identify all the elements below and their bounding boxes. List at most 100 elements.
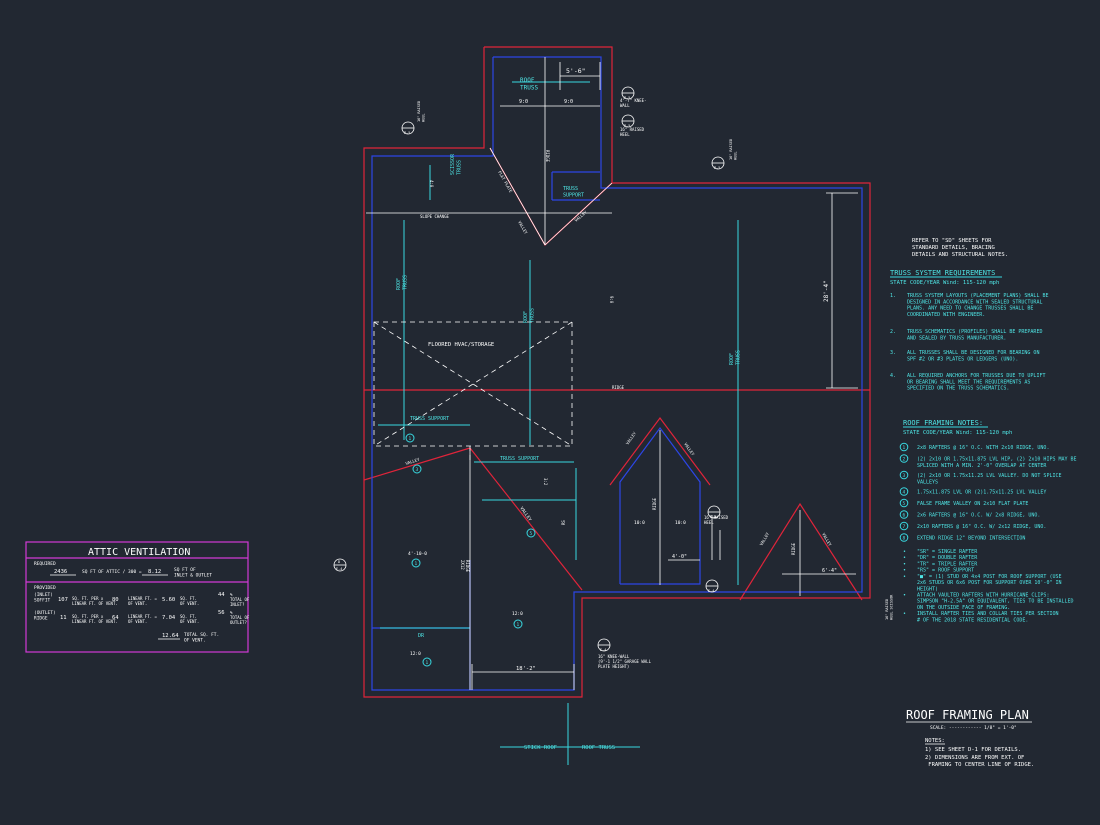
- stick-roof-label: STICK ROOF: [524, 745, 557, 751]
- framing-note-num: 4: [903, 490, 906, 496]
- callout-circles: 1 3 5 1 1 1: [405, 433, 536, 667]
- framing-note-num: 3: [903, 473, 906, 479]
- framing-bullet-dot: •: [903, 592, 906, 598]
- framing-note-num-circle: [899, 454, 909, 463]
- detail-tags: P-5 P-5 P-5 16" RAISEDHEEL P-5 16" RAISE…: [333, 86, 737, 652]
- tag-e44: E-4: [600, 648, 606, 652]
- truss-req-4-text: ALL REQUIRED ANCHORS FOR TRUSSES DUE TO …: [907, 373, 1045, 392]
- dim-10-0-b: 10:0: [675, 520, 686, 526]
- attic-outlet-mid: LINEAR FT. =OF VENT.: [128, 614, 157, 624]
- truss-req-2-text: TRUSS SCHEMATICS (PROFILES) SHALL BE PRE…: [907, 329, 1042, 341]
- tag-e41: E-4: [336, 567, 342, 571]
- truss-req-3-num: 3.: [890, 350, 896, 356]
- tag-p5a: P-5: [624, 96, 630, 100]
- rs-label: RS: [561, 520, 566, 525]
- valley-r1: VALLEY: [625, 430, 638, 445]
- scissor-truss-label: SCISSORTRUSS: [450, 153, 462, 175]
- attic-inlet-pct: 44: [218, 592, 225, 598]
- slope-change-label: SLOPE CHANGE: [420, 214, 449, 219]
- ridge-top-label: RIDGE: [545, 150, 550, 163]
- framing-note-text: EXTEND RIDGE 12" BEYOND INTERSECTION: [917, 536, 1025, 542]
- framing-note-num-circle: [899, 533, 909, 542]
- framing-bullet-dot: •: [903, 555, 906, 561]
- plan-title: ROOF FRAMING PLAN: [906, 708, 1029, 722]
- framing-note-text: 2x6 RAFTERS @ 16" O.C. W/ 2x8 RIDGE, UNO…: [917, 513, 1040, 519]
- attic-outlet-unit: SQ. FT.OF VENT.: [180, 614, 199, 624]
- valley-diag-label: VALLEY: [518, 506, 532, 523]
- truss-system-requirements: TRUSS SYSTEM REQUIREMENTS STATE CODE/YEA…: [890, 269, 1048, 392]
- ridge-mid-label: RIDGE: [612, 385, 625, 390]
- framing-bullet-text: "■" = (1) STUD OR 4x4 POST FOR ROOF SUPP…: [917, 574, 1062, 593]
- framing-note-num: 8: [903, 536, 906, 542]
- roof-truss-left-label: ROOFTRUSS: [396, 275, 408, 290]
- attic-outlet-label: (OUTLET)RIDGE: [34, 610, 56, 622]
- attic-required-mid: SQ FT OF ATTIC / 300 =: [82, 569, 142, 575]
- framing-note-num-circle: [899, 487, 909, 496]
- raised-heel-right: 16" RAISEDHEEL: [729, 139, 737, 160]
- plan-notes-head: NOTES:: [925, 738, 945, 744]
- framing-note-num-circle: [899, 521, 909, 531]
- framing-note-text: 1.75x11.875 LVL OR (2)1.75x11.25 LVL VAL…: [917, 490, 1046, 496]
- truss-req-1-num: 1.: [890, 293, 896, 299]
- plan-callout-1b: 1: [415, 561, 418, 567]
- dim-18-2: 18'-2": [516, 666, 536, 672]
- valley-r3: VALLEY: [759, 531, 771, 547]
- attic-outlet-lfv: 64: [112, 615, 119, 621]
- valley-left-label: VALLEY: [405, 457, 421, 466]
- attic-ventilation-table: ATTIC VENTILATION REQUIRED 2436 SQ FT OF…: [25, 541, 250, 653]
- framing-bullet-dot: •: [903, 549, 906, 555]
- ridge-2x12: RIDGE2X12: [460, 560, 470, 573]
- raised-heel-far: 16" RAISEDHEEL SCISSOR: [885, 594, 893, 620]
- framing-notes-title: ROOF FRAMING NOTES:: [903, 419, 983, 427]
- floored-hvac-area: [373, 321, 573, 464]
- roof-framing-notes: ROOF FRAMING NOTES: STATE CODE/YEAR Wind…: [903, 419, 1012, 436]
- framing-bullet-dot: •: [903, 611, 906, 617]
- attic-inlet-lf: 107: [58, 597, 68, 603]
- attic-vent-title: ATTIC VENTILATION: [88, 547, 190, 558]
- framing-bullet-text: "TR" = TRIPLE RAFTER: [917, 561, 978, 567]
- title-block: ROOF FRAMING PLAN SCALE: ------------ 1/…: [906, 708, 1034, 768]
- framing-note-num: 6: [903, 513, 906, 519]
- tag-p5b: P-5: [624, 124, 630, 128]
- dim-9-0-a: 9:0: [519, 99, 528, 105]
- framing-note-num: 2: [903, 457, 906, 463]
- knee-wall-top-label: 4'-7" KNEE-WALL: [620, 98, 647, 108]
- valley-r4: VALLEY: [821, 532, 833, 548]
- roof-truss-right-label: ROOFTRUSS: [729, 350, 741, 365]
- dim-4-0: 4:0: [429, 180, 434, 188]
- framing-note-num-circle: [899, 470, 909, 480]
- dim-28-4: 28'-4": [823, 280, 830, 302]
- plan-scale: SCALE: ------------ 1/8" = 1'-0": [930, 725, 1017, 731]
- dim-12-0-a: 12:0: [512, 611, 523, 617]
- dimension-lines: [366, 57, 858, 690]
- framing-note-text: FALSE FRAME VALLEY ON 2x10 FLAT PLATE: [917, 501, 1028, 507]
- framing-note-text: 2x10 RAFTERS @ 16" O.C. W/ 2x12 RIDGE, U…: [917, 524, 1046, 530]
- truss-req-3-text: ALL TRUSSES SHALL BE DESIGNED FOR BEARIN…: [907, 350, 1039, 362]
- truss-support-mid-label: TRUSS SUPPORT: [500, 456, 539, 462]
- framing-bullet-text: ATTACH VAULTED RAFTERS WITH HURRICANE CL…: [917, 592, 1074, 611]
- exterior-wall-outline: [363, 46, 871, 698]
- attic-required-sqft: 2436: [54, 569, 67, 575]
- attic-provided-label: PROVIDED: [34, 585, 56, 591]
- truss-req-code: STATE CODE/YEAR Wind: 115-120 mph: [890, 280, 999, 286]
- tag-e42: E-4: [710, 515, 716, 519]
- framing-note-text: 2x8 RAFTERS @ 16" O.C. WITH 2x10 RIDGE, …: [917, 445, 1049, 451]
- framing-note-text: (2) 2x10 OR 1.75x11.25 LVL VALLEY. DO NO…: [917, 473, 1062, 485]
- roof-truss-mid-label: ROOFTRUSS: [523, 308, 535, 323]
- framing-bullet-dot: •: [903, 574, 906, 580]
- truss-req-4-num: 4.: [890, 373, 896, 379]
- attic-outlet-pct: 56: [218, 610, 225, 616]
- plan-callout-1a: 1: [409, 436, 412, 442]
- framing-note-num: 7: [903, 524, 906, 530]
- floored-hvac-label: FLOORED HVAC/STORAGE: [428, 342, 494, 348]
- attic-required-label: REQUIRED: [34, 561, 56, 567]
- framing-note-text: (2) 2x10 OR 1.75x11.875 LVL HIP, (2) 2x1…: [917, 457, 1077, 469]
